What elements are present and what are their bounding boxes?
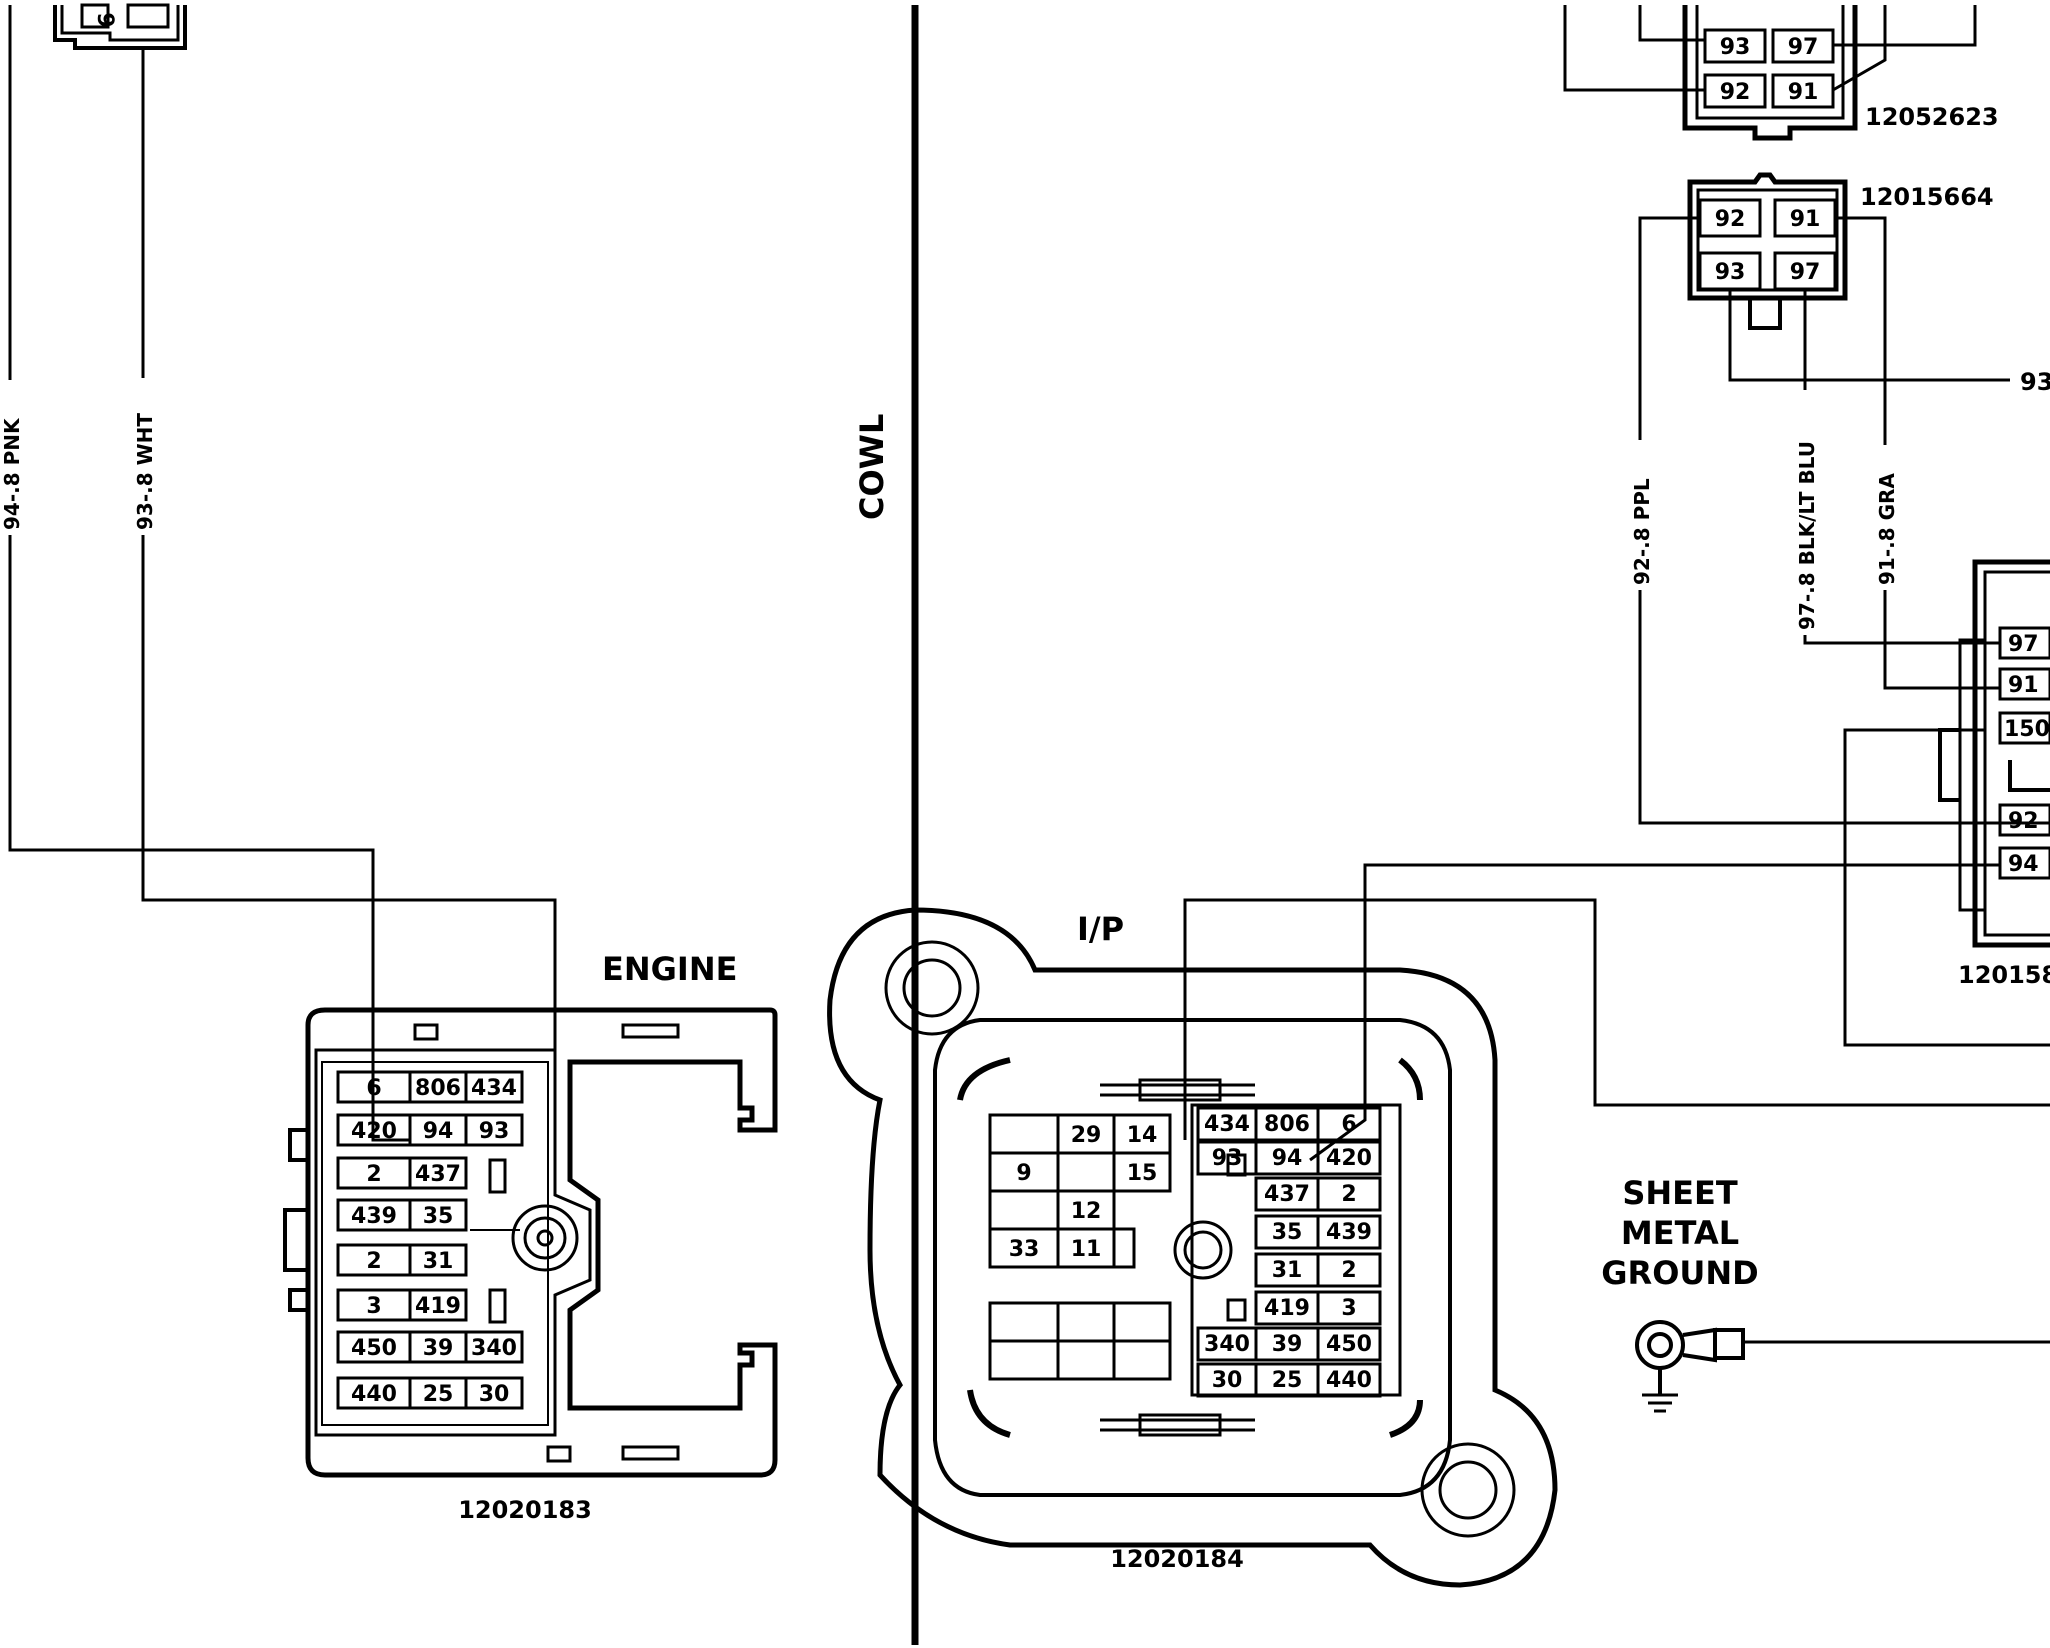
engine-pin: 450 [351, 1336, 397, 1361]
engine-pin: 439 [351, 1204, 397, 1229]
ground-label-ground: GROUND [1601, 1254, 1758, 1292]
mid-connector-pin: 92 [1715, 207, 1746, 232]
engine-pin: 437 [415, 1162, 461, 1187]
wire-label-92-ppl: 92-.8 PPL [1630, 478, 1654, 585]
ip-pin: 2 [1341, 1258, 1356, 1283]
ground-label-sheet: SHEET [1622, 1174, 1738, 1212]
wire-label-91-gra: 91-.8 GRA [1875, 473, 1899, 585]
right-connector-pin: 150 [2004, 717, 2050, 742]
engine-pin: 3 [366, 1294, 381, 1319]
top-connector-part-number: 12052623 [1865, 103, 1999, 131]
engine-part-number: 12020183 [458, 1496, 592, 1524]
ip-pin: 9 [1016, 1161, 1031, 1186]
engine-pin: 434 [471, 1076, 517, 1101]
mid-connector-pin: 97 [1790, 260, 1821, 285]
mid-connector-pin: 93 [1715, 260, 1746, 285]
engine-pin: 419 [415, 1294, 461, 1319]
ip-left-pin-grid [988, 1113, 1172, 1381]
engine-pin: 94 [423, 1119, 454, 1144]
top-left-pin: 9 [92, 12, 117, 27]
engine-pin: 31 [423, 1249, 454, 1274]
ip-pin: 806 [1264, 1112, 1310, 1137]
ip-pin: 94 [1272, 1146, 1303, 1171]
ip-pin: 340 [1204, 1332, 1250, 1357]
ip-pin: 12 [1071, 1199, 1102, 1224]
ip-left-pin-labels: 29 14 9 15 12 33 11 [1009, 1123, 1158, 1262]
mid-connector [1687, 172, 1848, 330]
wire-label-93-right: 93 [2020, 368, 2050, 396]
ip-pin: 434 [1204, 1112, 1250, 1137]
ip-part-number: 12020184 [1110, 1545, 1244, 1573]
left-wires [8, 5, 557, 1142]
mid-connector-pin: 91 [1790, 207, 1821, 232]
ip-pin: 30 [1212, 1368, 1243, 1393]
engine-pin: 93 [479, 1119, 510, 1144]
right-connector [1938, 559, 2050, 948]
engine-pin: 35 [423, 1204, 454, 1229]
ip-pin: 33 [1009, 1237, 1040, 1262]
ip-pin: 35 [1272, 1220, 1303, 1245]
top-connector-pins: 93 97 92 91 [1720, 35, 1819, 105]
engine-pin: 806 [415, 1076, 461, 1101]
ip-pin: 2 [1341, 1182, 1356, 1207]
right-connector-pin: 92 [2008, 809, 2039, 834]
ip-pin: 11 [1071, 1237, 1102, 1262]
ip-pin: 39 [1272, 1332, 1303, 1357]
engine-pin: 420 [351, 1119, 397, 1144]
ip-pin: 439 [1326, 1220, 1372, 1245]
ip-pin: 25 [1272, 1368, 1303, 1393]
ip-pin: 450 [1326, 1332, 1372, 1357]
ip-pin: 14 [1127, 1123, 1158, 1148]
engine-pin: 2 [366, 1162, 381, 1187]
top-connector-wires [1563, 5, 1977, 92]
top-connector-pin: 97 [1788, 35, 1819, 60]
mid-connector-pins: 92 91 93 97 [1715, 207, 1821, 285]
right-connector-pin: 94 [2008, 852, 2039, 877]
ip-pin: 31 [1272, 1258, 1303, 1283]
cowl-label: COWL [853, 414, 891, 520]
engine-pin: 440 [351, 1382, 397, 1407]
top-connector-pin: 91 [1788, 80, 1819, 105]
top-connector-pin: 92 [1720, 80, 1751, 105]
mid-connector-part-number: 12015664 [1860, 183, 1994, 211]
ip-pin: 437 [1264, 1182, 1310, 1207]
mid-connector-wires [1638, 216, 2050, 1047]
wire-label-93-wht: 93-.8 WHT [133, 413, 157, 530]
right-connector-pin: 97 [2008, 632, 2039, 657]
engine-connector [283, 1007, 778, 1478]
engine-pin-grid [336, 1070, 524, 1410]
ground-icon [1635, 1320, 2050, 1413]
engine-pin: 2 [366, 1249, 381, 1274]
engine-pin-labels: 6 806 434 420 94 93 2 437 439 35 2 31 3 … [351, 1076, 517, 1407]
top-connector [1682, 5, 1858, 141]
ip-pin: 29 [1071, 1123, 1102, 1148]
ip-right-pin-grid [1190, 1103, 1402, 1398]
engine-label: ENGINE [602, 950, 737, 988]
right-connector-part-number: 120158 [1958, 961, 2050, 989]
right-connector-pins: 97 91 150 92 94 [2004, 632, 2050, 877]
engine-pin: 39 [423, 1336, 454, 1361]
ip-wires [1183, 863, 2050, 1162]
wire-label-94-pnk: 94-.8 PNK [0, 417, 24, 530]
wire-label-97-blk-lt-blu: 97-.8 BLK/LT BLU [1795, 441, 1819, 630]
ip-pin: 15 [1127, 1161, 1158, 1186]
ip-right-pin-labels: 434 806 6 93 94 420 437 2 35 439 31 2 41… [1204, 1112, 1372, 1393]
engine-pin: 30 [479, 1382, 510, 1407]
ip-pin: 420 [1326, 1146, 1372, 1171]
ip-connector [827, 907, 1558, 1588]
ip-pin: 3 [1341, 1296, 1356, 1321]
ip-pin: 419 [1264, 1296, 1310, 1321]
ip-pin: 93 [1212, 1146, 1243, 1171]
ip-pin: 440 [1326, 1368, 1372, 1393]
engine-pin: 6 [366, 1076, 381, 1101]
ip-label: I/P [1077, 910, 1124, 948]
right-connector-pin: 91 [2008, 673, 2039, 698]
top-connector-pin: 93 [1720, 35, 1751, 60]
engine-pin: 340 [471, 1336, 517, 1361]
ground-label-metal: METAL [1621, 1214, 1739, 1252]
top-left-connector [53, 3, 187, 50]
ip-pin: 6 [1341, 1112, 1356, 1137]
engine-pin: 25 [423, 1382, 454, 1407]
